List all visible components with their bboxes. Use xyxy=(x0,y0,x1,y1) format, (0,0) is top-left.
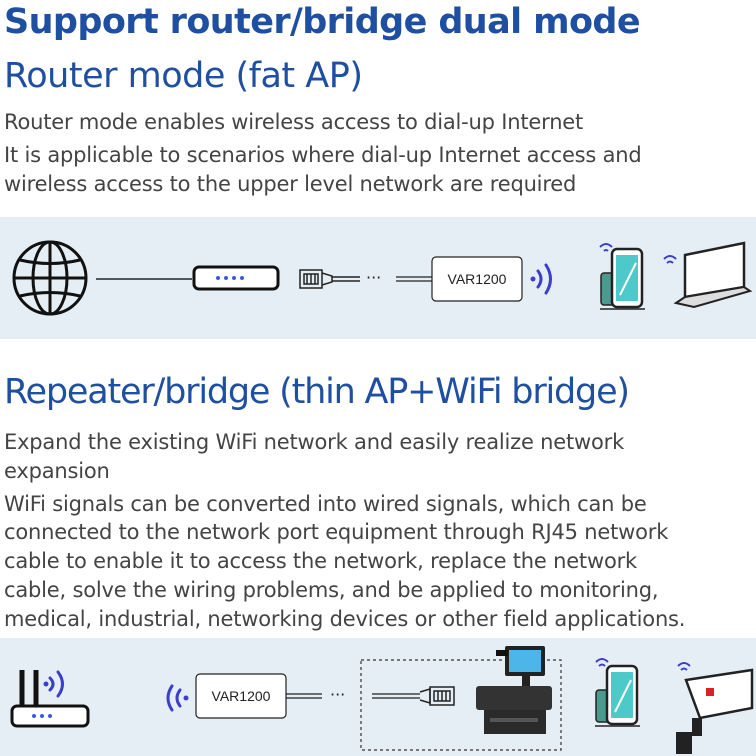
page-title: Support router/bridge dual mode xyxy=(4,2,641,42)
cable-ellipsis: ··· xyxy=(330,685,345,704)
router-mode-heading: Router mode (fat AP) xyxy=(4,56,363,96)
wifi-signal-icon xyxy=(166,684,189,712)
var1200-box xyxy=(431,256,523,302)
var1200-label: VAR1200 xyxy=(448,271,507,287)
laptop-icon xyxy=(663,241,753,309)
security-camera-icon xyxy=(676,662,754,754)
smartphone-icon xyxy=(595,658,640,727)
cable-ellipsis: ··· xyxy=(366,268,381,287)
bridge-mode-heading: Repeater/bridge (thin AP+WiFi bridge) xyxy=(4,372,630,412)
bridge-desc-line-6: cable, solve the wiring problems, and be… xyxy=(4,578,659,602)
router-desc-line-3: wireless access to the upper level netwo… xyxy=(4,172,577,196)
pos-terminal-icon xyxy=(476,646,552,734)
bridge-desc-line-5: cable to enable it to access the network… xyxy=(4,549,637,573)
var1200-label: VAR1200 xyxy=(212,688,271,704)
router-desc-line-2: It is applicable to scenarios where dial… xyxy=(4,143,642,167)
var1200-box xyxy=(195,673,287,719)
wired-device-group xyxy=(360,659,562,751)
bridge-desc-line-7: medical, industrial, networking devices … xyxy=(4,607,686,631)
bridge-desc-line-4: connected to the network port equipment … xyxy=(4,520,669,544)
bridge-desc-line-1: Expand the existing WiFi network and eas… xyxy=(4,430,625,454)
wifi-signal-icon xyxy=(530,263,552,295)
router-icon xyxy=(10,670,90,728)
bridge-desc-line-2: expansion xyxy=(4,459,110,483)
rj45-plug-icon xyxy=(299,269,360,289)
smartphone-icon xyxy=(599,243,645,310)
globe-icon xyxy=(12,240,88,316)
router-desc-line-1: Router mode enables wireless access to d… xyxy=(4,110,584,134)
bridge-mode-diagram: VAR1200 ··· xyxy=(0,638,756,756)
router-icon xyxy=(192,265,280,291)
bridge-desc-line-3: WiFi signals can be converted into wired… xyxy=(4,492,647,516)
router-mode-diagram: ··· VAR1200 xyxy=(0,217,756,339)
rj45-plug-icon xyxy=(419,686,455,706)
